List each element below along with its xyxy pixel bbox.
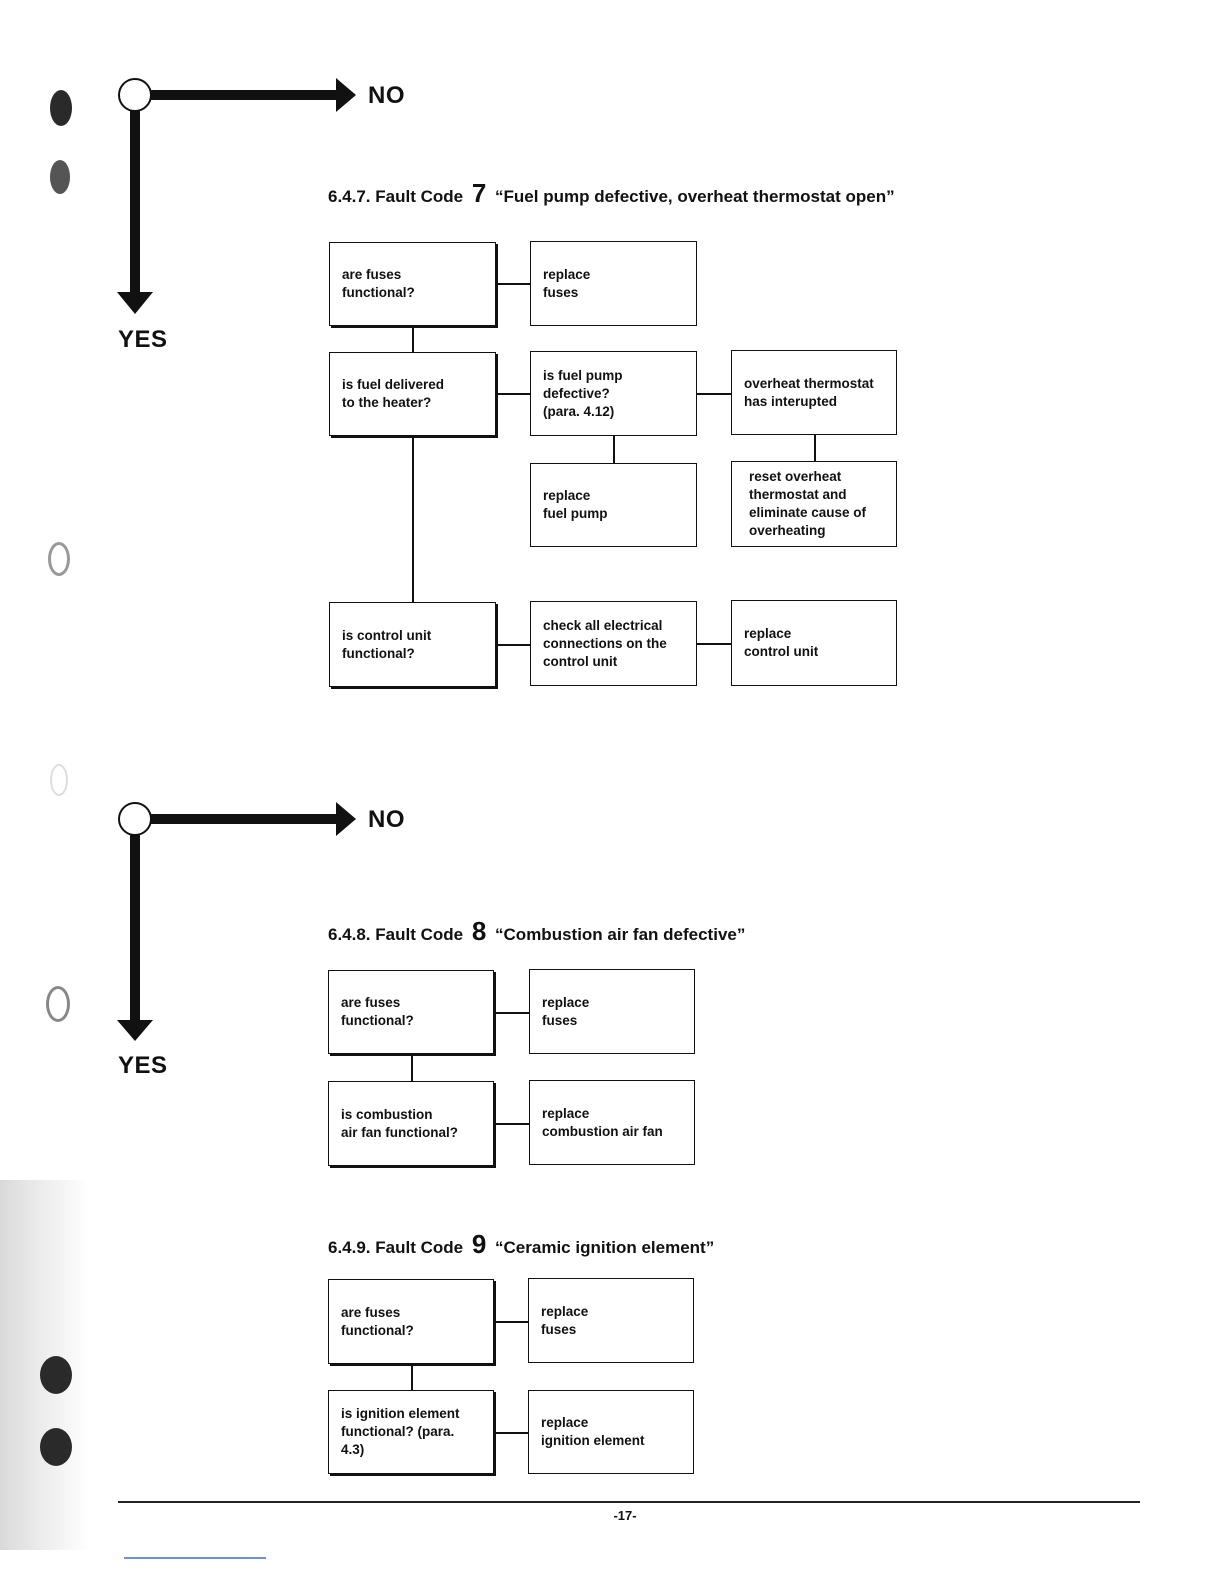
fuses-functional-question: are fuses functional? (328, 970, 494, 1054)
yes-arrow-head (117, 292, 153, 314)
replace-fuses-action: replace fuses (528, 1278, 694, 1363)
ignition-element-question: is ignition element functional? (para. 4… (328, 1390, 494, 1474)
binder-hole (50, 90, 72, 126)
connector (496, 644, 530, 646)
replace-fuel-pump-action: replace fuel pump (530, 463, 697, 547)
heading-prefix: 6.4.7. Fault Code (328, 187, 464, 206)
connector (496, 283, 530, 285)
replace-fuses-action: replace fuses (529, 969, 695, 1054)
fault-code-8-heading: 6.4.8. Fault Code 8 “Combustion air fan … (328, 916, 745, 947)
connector (411, 1053, 413, 1082)
connector (494, 1012, 529, 1014)
heading-title: “Combustion air fan defective” (495, 925, 746, 944)
connector (411, 1363, 413, 1391)
binder-hole (48, 542, 70, 576)
heading-prefix: 6.4.8. Fault Code (328, 925, 464, 944)
footer-rule (118, 1501, 1140, 1503)
connector (494, 1321, 528, 1323)
fuses-functional-question: are fuses functional? (328, 1279, 494, 1364)
yes-arrow-shaft (130, 102, 140, 294)
yes-arrow-shaft (130, 826, 140, 1022)
replace-control-unit-action: replace control unit (731, 600, 897, 686)
yes-arrow-head (117, 1020, 153, 1041)
check-electrical-connections-action: check all electrical connections on the … (530, 601, 697, 686)
fault-code-number: 9 (471, 1229, 487, 1259)
fuses-functional-question: are fuses functional? (329, 242, 496, 326)
yes-no-arrow-diagram (117, 78, 356, 314)
overheat-thermostat-interrupted: overheat thermostat has interupted (731, 350, 897, 435)
page-number: -17- (613, 1508, 637, 1523)
fault-code-number: 8 (471, 916, 487, 946)
reset-thermostat-action: reset overheat thermostat and eliminate … (731, 461, 897, 547)
control-unit-functional-question: is control unit functional? (329, 602, 496, 687)
connector (412, 325, 414, 353)
combustion-air-fan-question: is combustion air fan functional? (328, 1081, 494, 1166)
connector (494, 1123, 529, 1125)
fault-code-number: 7 (471, 178, 487, 208)
connector (613, 435, 615, 463)
connector (697, 393, 731, 395)
binder-hole (40, 1356, 72, 1394)
fault-code-9-heading: 6.4.9. Fault Code 9 “Ceramic ignition el… (328, 1229, 714, 1260)
no-arrow-shaft (148, 90, 344, 100)
replace-fuses-action: replace fuses (530, 241, 697, 326)
scan-edge-line (124, 1557, 266, 1559)
yes-label: YES (118, 326, 168, 353)
yes-no-arrow-diagram (117, 802, 356, 1041)
fuel-delivered-question: is fuel delivered to the heater? (329, 352, 496, 436)
no-arrow-shaft (148, 814, 344, 824)
no-arrow-head (336, 78, 356, 112)
decision-circle (118, 802, 152, 836)
fuel-pump-defective-question: is fuel pump defective? (para. 4.12) (530, 351, 697, 436)
connector (697, 643, 731, 645)
no-label: NO (368, 806, 405, 833)
fault-code-7-heading: 6.4.7. Fault Code 7 “Fuel pump defective… (328, 178, 895, 209)
binder-hole (50, 160, 70, 194)
yes-label: YES (118, 1052, 168, 1079)
connector (814, 435, 816, 462)
replace-ignition-element-action: replace ignition element (528, 1390, 694, 1474)
heading-title: “Ceramic ignition element” (495, 1238, 715, 1257)
no-arrow-head (336, 802, 356, 836)
replace-combustion-air-fan-action: replace combustion air fan (529, 1080, 695, 1165)
decision-circle (118, 78, 152, 112)
no-label: NO (368, 82, 405, 109)
connector (494, 1432, 528, 1434)
binder-hole (46, 986, 70, 1022)
connector (412, 436, 414, 603)
heading-prefix: 6.4.9. Fault Code (328, 1238, 464, 1257)
heading-title: “Fuel pump defective, overheat thermosta… (495, 187, 895, 206)
binder-hole (50, 764, 68, 796)
binder-hole (40, 1428, 72, 1466)
connector (496, 393, 530, 395)
